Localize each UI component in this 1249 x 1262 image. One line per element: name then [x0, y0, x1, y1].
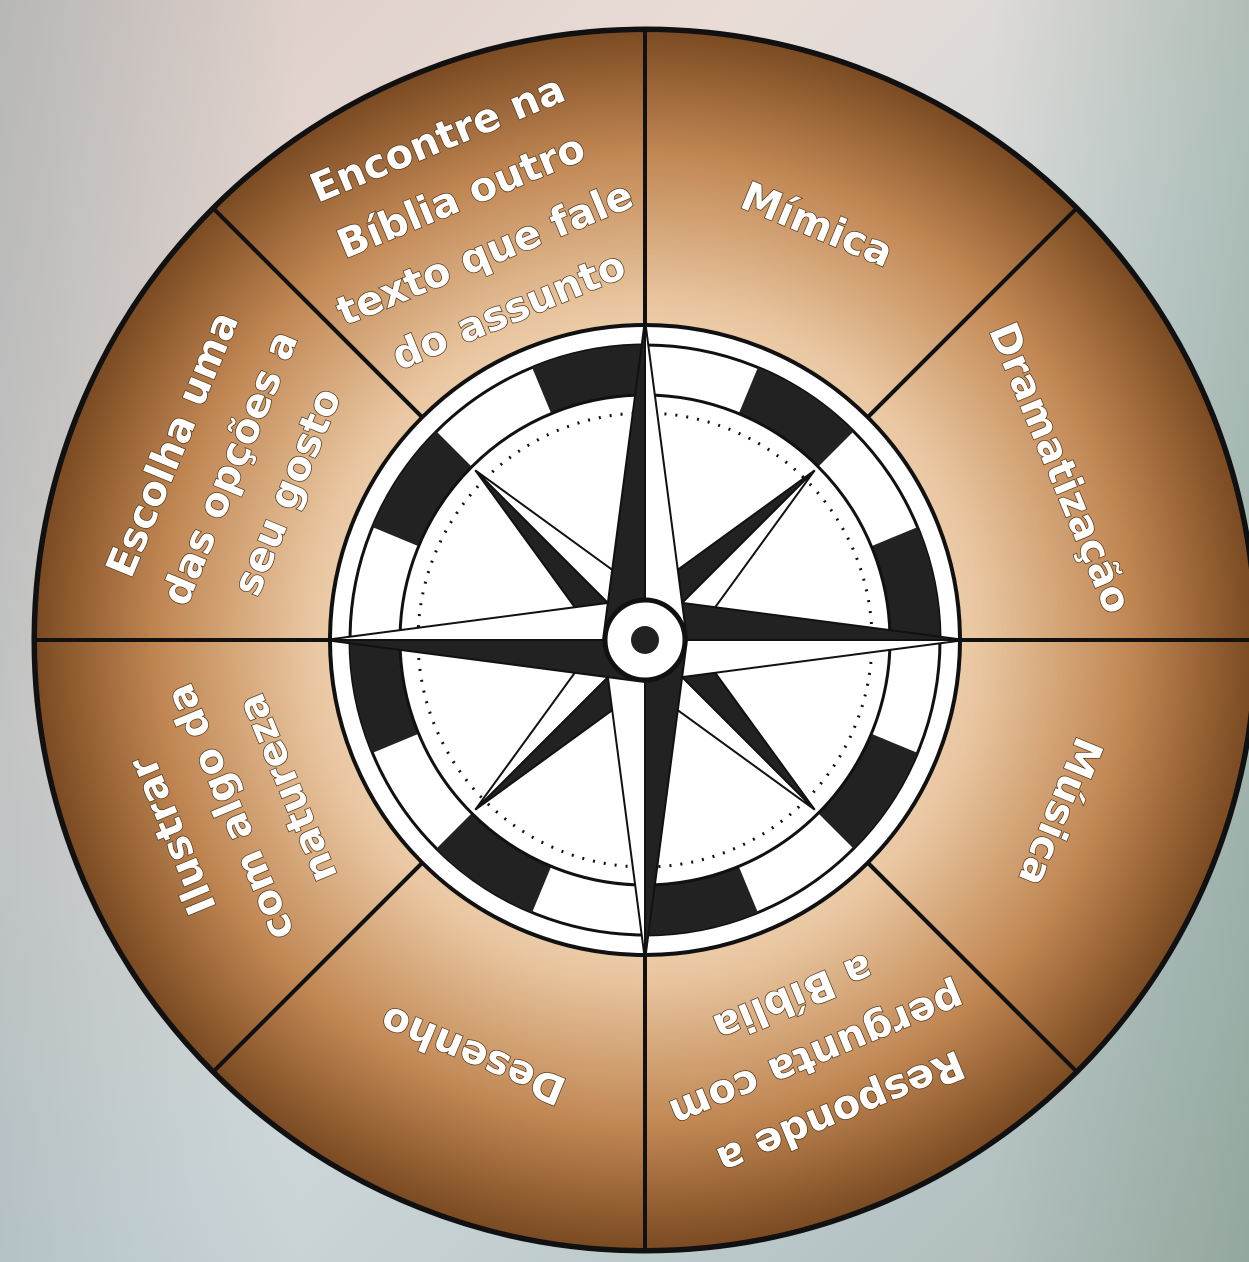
compass-hub-dot	[631, 626, 659, 654]
compass-rose-icon	[325, 320, 965, 960]
